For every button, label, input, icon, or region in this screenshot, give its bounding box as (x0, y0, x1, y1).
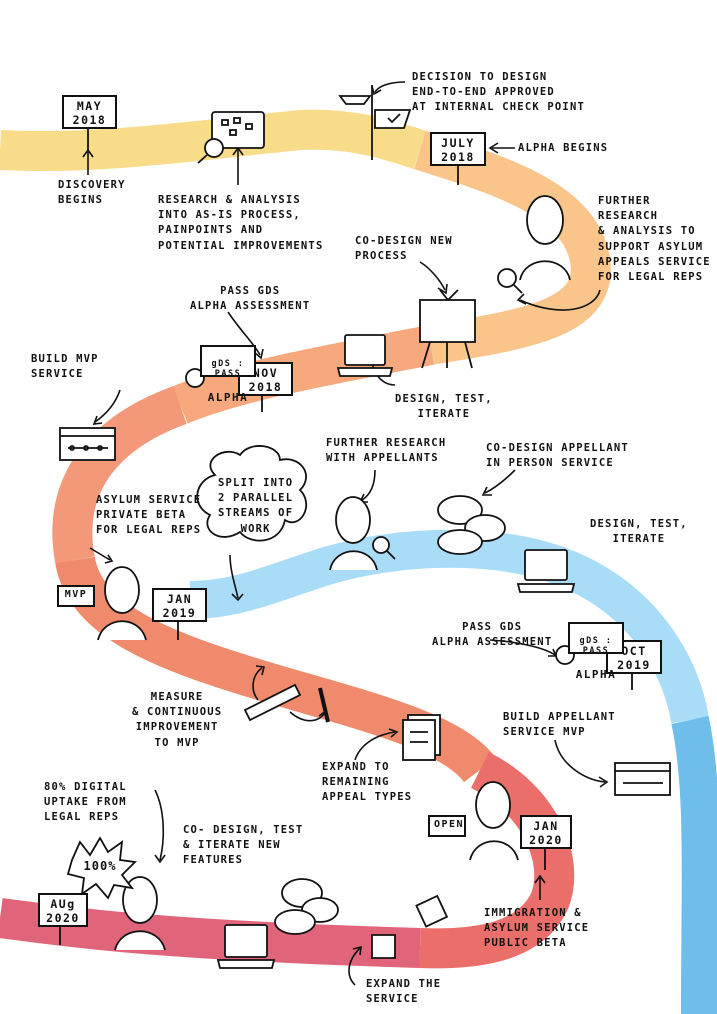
sign-may-2018: MAY 2018 (62, 95, 117, 129)
label-design-test-iterate-1: DESIGN, TEST, ITERATE (395, 393, 493, 421)
label-codesign-appellant: CO-DESIGN APPELLANT IN PERSON SERVICE (486, 442, 629, 470)
label-discovery: DISCOVERY BEGINS (58, 179, 126, 207)
sign-aug-2020: AUg 2020 (38, 893, 88, 927)
sign-open: OPEN (428, 815, 466, 837)
label-private-beta: ASYLUM SERVICE PRIVATE BETA FOR LEGAL RE… (96, 494, 202, 537)
label-split: SPLIT INTO 2 PARALLEL STREAMS OF WORK (218, 477, 294, 535)
legal-reps-path-yellow (0, 109, 427, 171)
label-further-research-appellants: FURTHER RESEARCH WITH APPELLANTS (326, 437, 447, 465)
legal-reps-path-red (419, 752, 575, 969)
gds-pass-badge-1: gDS : PASS ALPHA (200, 345, 256, 404)
gds-pass-badge-2-bottom: ALPHA (575, 667, 617, 681)
label-pass-gds-2: PASS GDS ALPHA ASSESSMENT (432, 621, 553, 649)
sign-jan-2020: JAN 2020 (520, 815, 572, 849)
gds-pass-badge-2: gDS : PASS ALPHA (568, 622, 624, 681)
label-public-beta: IMMIGRATION & ASYLUM SERVICE PUBLIC BETA (484, 907, 590, 950)
label-research-analysis: RESEARCH & ANALYSIS INTO AS-IS PROCESS, … (158, 194, 324, 252)
label-further-research-legal: FURTHER RESEARCH & ANALYSIS TO SUPPORT A… (598, 195, 711, 284)
label-alpha-begins: ALPHA BEGINS (518, 142, 609, 154)
label-expand-remaining: EXPAND TO REMAINING APPEAL TYPES (322, 761, 413, 804)
label-build-mvp: BUILD MVP SERVICE (31, 353, 99, 381)
sign-july-2018: JULY 2018 (430, 132, 486, 166)
label-build-appellant-mvp: BUILD APPELLANT SERVICE MVP (503, 711, 616, 739)
label-codesign-process: CO-DESIGN NEW PROCESS (355, 235, 453, 263)
label-expand-service: EXPAND THE SERVICE (366, 978, 442, 1006)
label-codesign-features: CO- DESIGN, TEST & ITERATE NEW FEATURES (183, 824, 304, 867)
legal-reps-path-orange-light (414, 130, 611, 365)
sign-mvp: MVP (57, 585, 95, 607)
label-measure: MEASURE & CONTINUOUS IMPROVEMENT TO MVP (132, 691, 223, 749)
sign-jan-2019: JAN 2019 (152, 588, 207, 622)
label-design-test-iterate-2: DESIGN, TEST, ITERATE (590, 518, 688, 546)
hundred-percent-badge: 100% (83, 859, 117, 873)
gds-pass-badge-1-top: gDS : PASS (211, 358, 245, 380)
label-decision: DECISION TO DESIGN END-TO-END APPROVED A… (412, 71, 585, 114)
label-uptake: 80% DIGITAL UPTAKE FROM LEGAL REPS (44, 781, 127, 824)
label-pass-gds-1: PASS GDS ALPHA ASSESSMENT (190, 285, 311, 313)
legal-reps-path-orange-mid (52, 386, 188, 564)
gds-pass-badge-2-top: gDS : PASS (579, 635, 613, 657)
appellant-stream-path-lower (671, 716, 717, 1014)
gds-pass-badge-1-bottom: ALPHA (207, 390, 249, 404)
